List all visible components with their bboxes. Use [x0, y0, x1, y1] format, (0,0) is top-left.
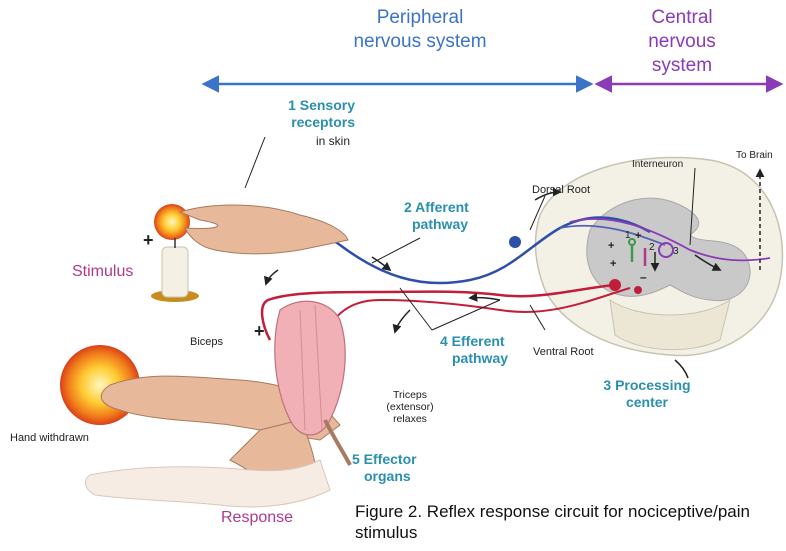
- interneuron-label: Interneuron: [632, 158, 683, 171]
- effector-line2: organs: [352, 468, 442, 485]
- to-brain-label: To Brain: [736, 149, 773, 162]
- processing-center-label: 3 Processing center: [592, 377, 702, 411]
- motor-neuron-2: [634, 286, 642, 294]
- triceps-line3: relaxes: [380, 413, 440, 425]
- stimulus-hand: [180, 205, 348, 254]
- dorsal-root-label: Dorsal Root: [532, 184, 590, 197]
- motor-neuron-1: [609, 279, 621, 291]
- synapse-num-2: 2: [649, 242, 655, 253]
- hand-withdrawn-label: Hand withdrawn: [10, 432, 89, 445]
- synapse-num-3: 3: [673, 246, 679, 257]
- synapse-plus-1: +: [608, 240, 614, 252]
- ventral-root-label: Ventral Root: [533, 346, 594, 359]
- sensory-receptors-line2: receptors: [265, 114, 355, 131]
- stimulus-plus-sign: +: [143, 234, 154, 247]
- processing-line1: 3 Processing: [592, 377, 702, 394]
- triceps-label: Triceps (extensor) relaxes: [380, 389, 440, 425]
- synapse-plus-3: +: [610, 258, 616, 270]
- caption-line2: stimulus: [355, 522, 780, 543]
- afferent-line1: 2 Afferent: [404, 199, 494, 216]
- synapse-num-1: 1: [625, 230, 631, 241]
- central-header: Central nervous system: [622, 6, 742, 78]
- stimulus-label: Stimulus: [72, 263, 133, 281]
- caption-line1: Figure 2. Reflex response circuit for no…: [355, 501, 780, 522]
- biceps-plus-sign: +: [254, 325, 265, 338]
- figure-caption: Figure 2. Reflex response circuit for no…: [355, 501, 780, 543]
- peripheral-header: Peripheral nervous system: [350, 6, 490, 54]
- triceps-line1: Triceps: [380, 389, 440, 401]
- response-label: Response: [221, 509, 293, 527]
- candle: [151, 204, 199, 302]
- efferent-line1: 4 Efferent: [440, 333, 540, 350]
- dorsal-root-ganglion: [509, 236, 521, 248]
- effector-organs-label: 5 Effector organs: [352, 451, 442, 485]
- peripheral-header-text: Peripheral nervous system: [350, 6, 490, 54]
- in-skin-label: in skin: [316, 135, 350, 148]
- effector-line1: 5 Effector: [352, 451, 442, 468]
- synapse-minus: –: [640, 270, 647, 284]
- triceps-line2: (extensor): [380, 401, 440, 413]
- afferent-line2: pathway: [404, 216, 494, 233]
- afferent-pathway-label: 2 Afferent pathway: [404, 199, 494, 233]
- biceps-label: Biceps: [190, 336, 223, 349]
- efferent-line2: pathway: [440, 350, 540, 367]
- flame-small: [154, 204, 190, 240]
- synapse-plus-2: +: [635, 230, 641, 242]
- sensory-receptors-label: 1 Sensory receptors: [265, 97, 355, 131]
- processing-line2: center: [592, 394, 702, 411]
- efferent-pathway-label: 4 Efferent pathway: [440, 333, 540, 367]
- central-header-text: Central nervous system: [622, 6, 742, 78]
- sensory-receptors-line1: 1 Sensory: [265, 97, 355, 114]
